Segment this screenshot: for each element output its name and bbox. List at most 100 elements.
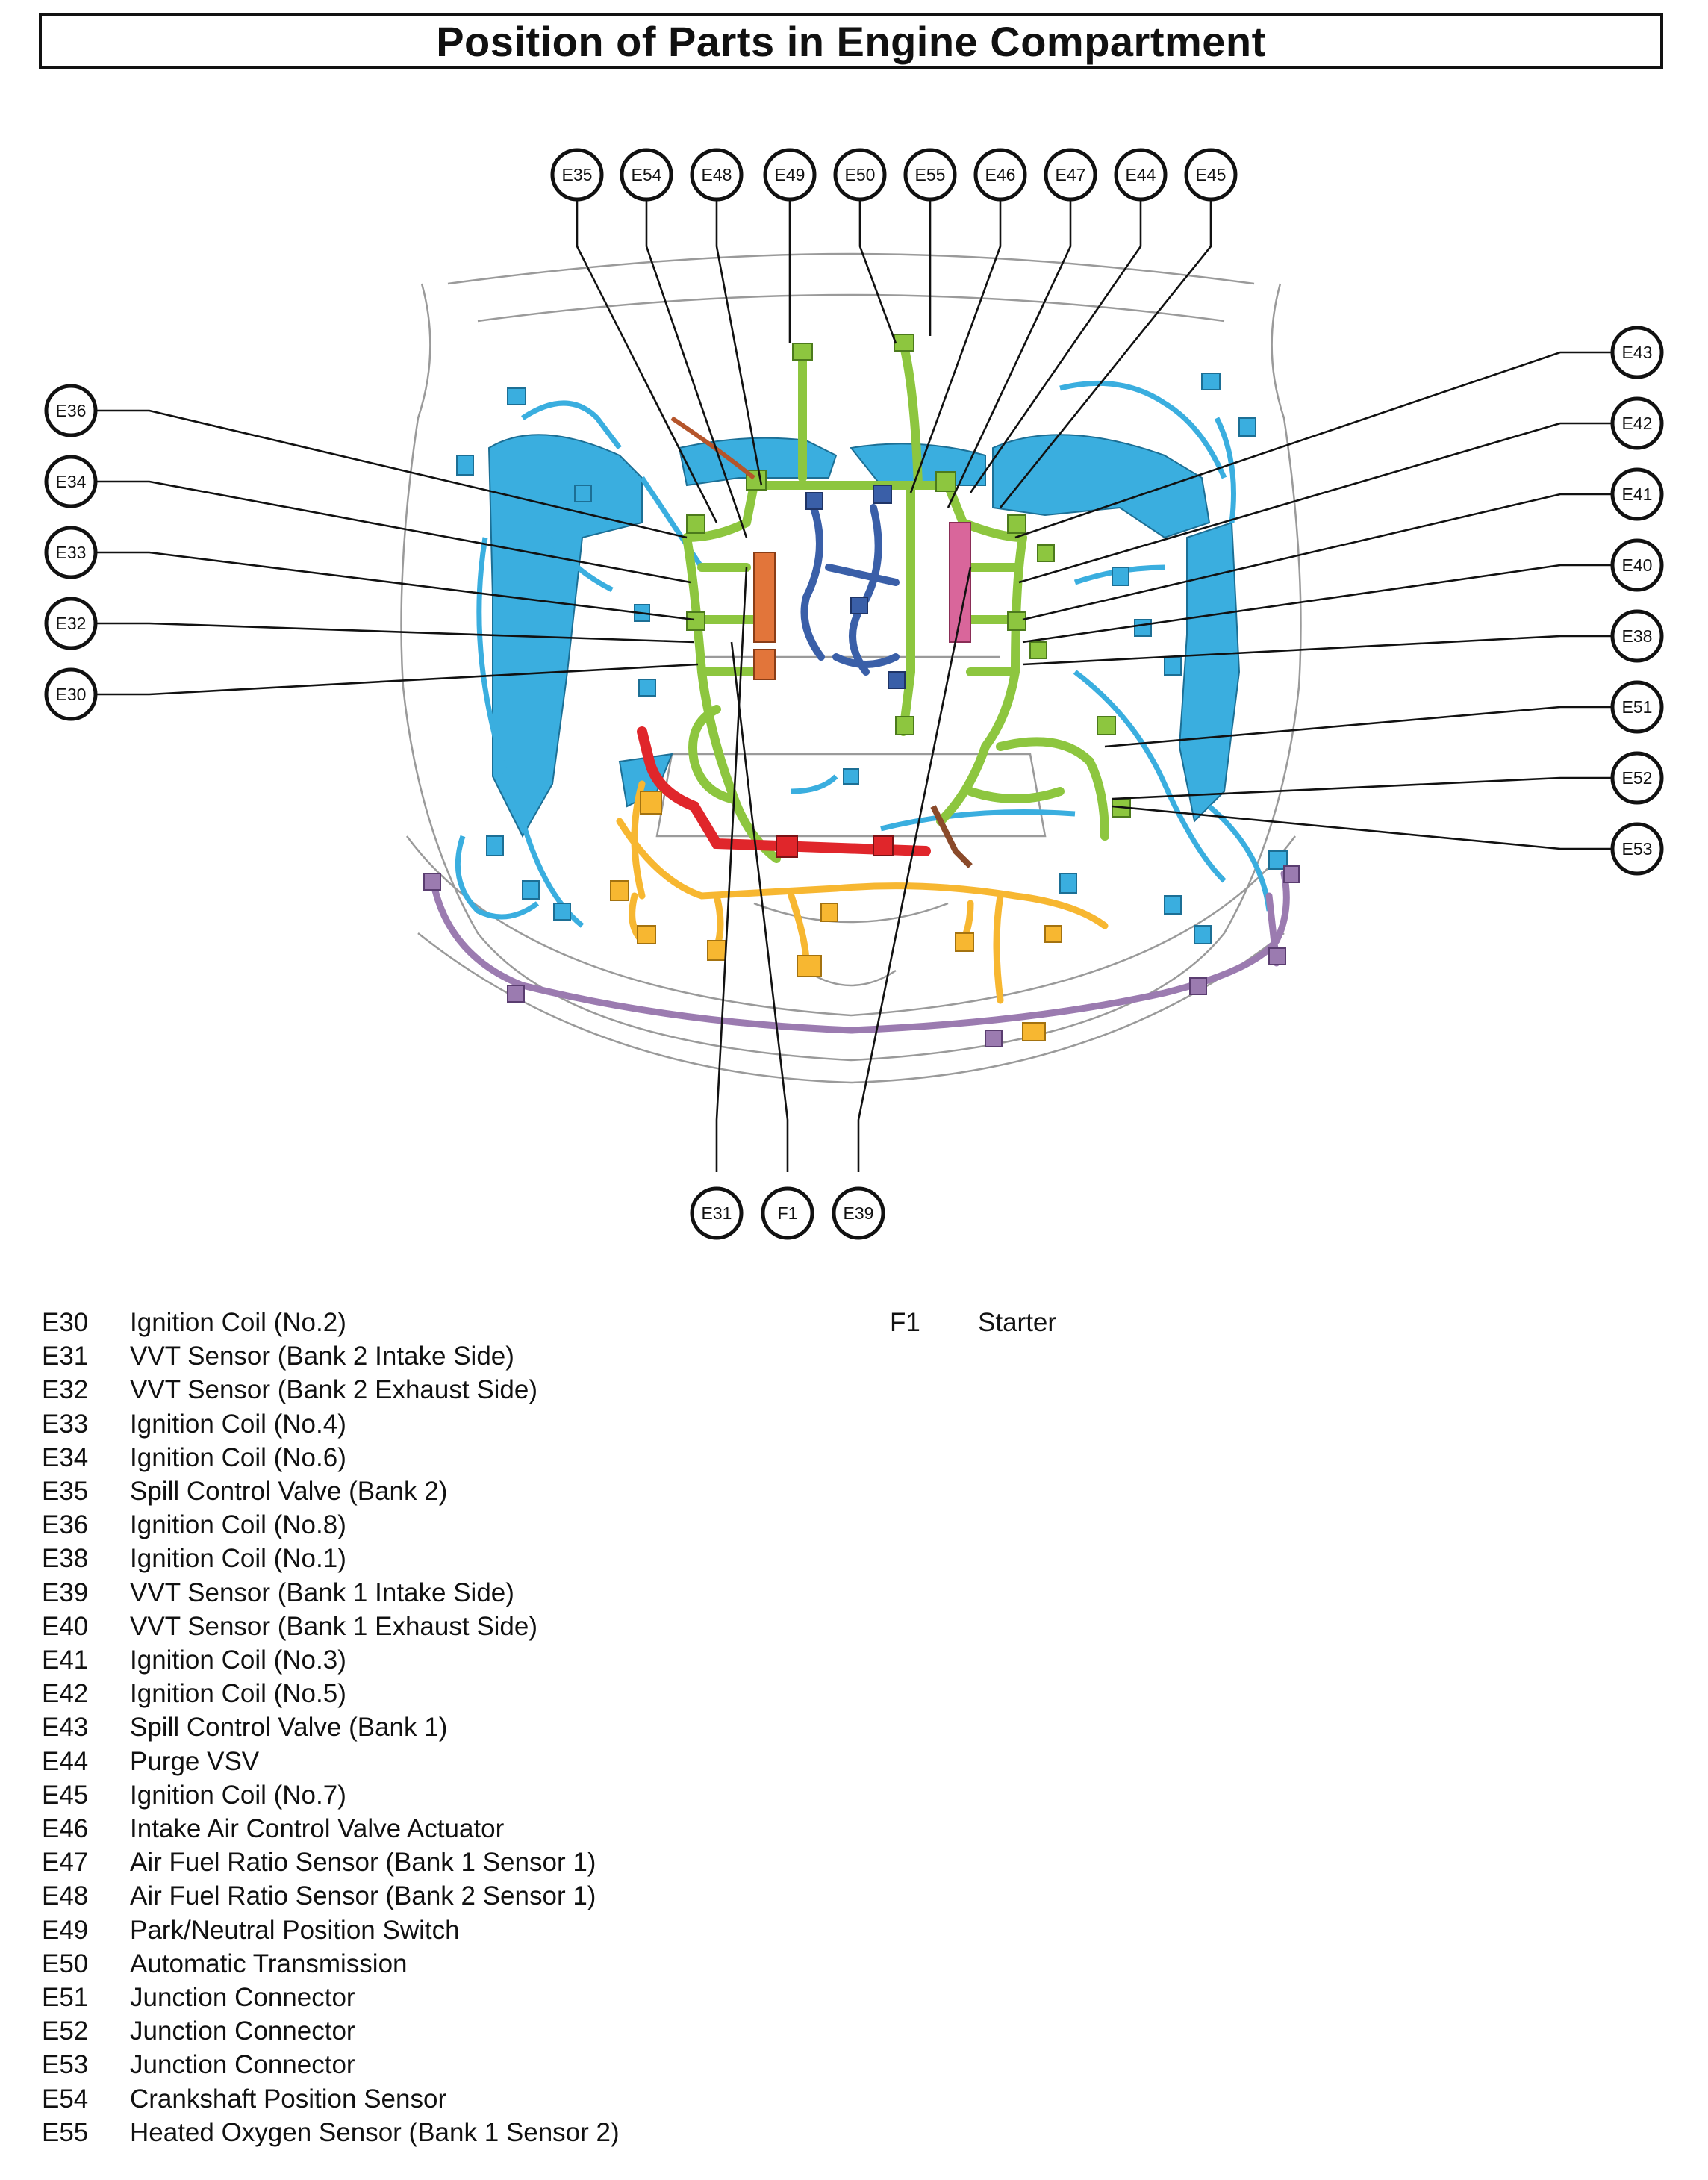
callout-E44: E44 <box>1114 148 1168 202</box>
svg-text:E39: E39 <box>844 1203 874 1223</box>
svg-text:E48: E48 <box>702 165 732 184</box>
legend-description: Ignition Coil (No.4) <box>130 1409 346 1439</box>
legend-code: E45 <box>42 1780 89 1810</box>
harness-purple-connectors <box>423 865 1300 1047</box>
svg-text:E42: E42 <box>1622 414 1653 433</box>
legend-code: E48 <box>42 1881 89 1911</box>
callout-E30: E30 <box>44 667 98 721</box>
svg-text:E55: E55 <box>915 165 946 184</box>
harness-blue-connectors <box>456 373 1288 944</box>
legend-code: E32 <box>42 1375 89 1405</box>
legend-code: E52 <box>42 2016 89 2046</box>
harness-purple <box>429 870 1290 1034</box>
harness-red-connectors <box>776 835 894 858</box>
svg-text:E38: E38 <box>1622 626 1653 646</box>
svg-text:E30: E30 <box>56 685 87 704</box>
svg-text:E43: E43 <box>1622 343 1653 362</box>
callout-E32: E32 <box>44 597 98 650</box>
svg-text:E33: E33 <box>56 543 87 562</box>
legend-description: Automatic Transmission <box>130 1949 408 1978</box>
callout-E31: E31 <box>690 1186 744 1240</box>
svg-text:E51: E51 <box>1622 697 1653 717</box>
legend-description: VVT Sensor (Bank 1 Exhaust Side) <box>130 1611 538 1641</box>
legend-description: Purge VSV <box>130 1746 260 1776</box>
legend-code: E39 <box>42 1578 89 1607</box>
legend-description: Ignition Coil (No.2) <box>130 1308 346 1337</box>
callout-E42: E42 <box>1610 396 1664 450</box>
leader-lines <box>96 197 1612 1172</box>
legend-description: Ignition Coil (No.8) <box>130 1510 346 1540</box>
callout-E48: E48 <box>690 148 744 202</box>
legend-description: Crankshaft Position Sensor <box>130 2084 447 2114</box>
svg-text:E52: E52 <box>1622 768 1653 788</box>
callout-E50: E50 <box>833 148 887 202</box>
legend-description: Ignition Coil (No.6) <box>130 1442 346 1472</box>
svg-text:E34: E34 <box>56 472 87 491</box>
harness-blue <box>487 434 1241 838</box>
legend-description: Ignition Coil (No.5) <box>130 1679 346 1709</box>
legend-code: E54 <box>42 2084 89 2114</box>
callout-E46: E46 <box>973 148 1027 202</box>
legend-code: E38 <box>42 1544 89 1574</box>
legend-code: E33 <box>42 1409 89 1439</box>
legend-code: E40 <box>42 1611 89 1641</box>
legend-code: E30 <box>42 1308 89 1337</box>
legend-code: E43 <box>42 1713 89 1743</box>
legend-description: VVT Sensor (Bank 2 Intake Side) <box>130 1342 514 1371</box>
legend-code: E49 <box>42 1915 89 1945</box>
callout-E47: E47 <box>1044 148 1097 202</box>
legend-code: F1 <box>890 1308 920 1337</box>
callout-E38: E38 <box>1610 609 1664 663</box>
callouts-right: E43 E42 E41 E40 E38 E51 E52 E53 <box>1610 326 1664 876</box>
legend-code: E41 <box>42 1645 89 1675</box>
callout-E36: E36 <box>44 384 98 437</box>
legend-code: E34 <box>42 1442 89 1472</box>
callout-F1: F1 <box>761 1186 814 1240</box>
harness-navy <box>800 504 900 676</box>
harness-brown-lower <box>930 805 973 868</box>
callout-E41: E41 <box>1610 467 1664 521</box>
legend-code: E42 <box>42 1679 89 1709</box>
svg-text:E35: E35 <box>562 165 593 184</box>
svg-text:E44: E44 <box>1126 165 1156 184</box>
legend-description: Ignition Coil (No.7) <box>130 1780 346 1810</box>
svg-text:E41: E41 <box>1622 485 1653 504</box>
callout-E39: E39 <box>832 1186 885 1240</box>
harness-red <box>637 726 931 856</box>
legend-description: VVT Sensor (Bank 1 Intake Side) <box>130 1578 514 1607</box>
legend-description: Junction Connector <box>130 1983 355 2012</box>
svg-text:E32: E32 <box>56 614 87 633</box>
callout-E51: E51 <box>1610 680 1664 734</box>
legend-description: Junction Connector <box>130 2050 355 2080</box>
engine-compartment-diagram: E35 E54 E48 E49 E50 E55 E46 E47 E44 E45 … <box>44 148 1664 1240</box>
legend-description: Spill Control Valve (Bank 2) <box>130 1477 448 1506</box>
callout-E43: E43 <box>1610 326 1664 379</box>
legend-code: E51 <box>42 1983 89 2012</box>
legend-description: VVT Sensor (Bank 2 Exhaust Side) <box>130 1375 538 1405</box>
svg-text:E47: E47 <box>1056 165 1086 184</box>
harness-green-connectors <box>686 334 1131 818</box>
legend-description: Junction Connector <box>130 2016 355 2046</box>
legend-description: Heated Oxygen Sensor (Bank 1 Sensor 2) <box>130 2117 620 2147</box>
svg-text:E45: E45 <box>1196 165 1227 184</box>
legend-description: Ignition Coil (No.1) <box>130 1544 346 1574</box>
legend-code: E53 <box>42 2050 89 2080</box>
callout-E40: E40 <box>1610 538 1664 592</box>
callout-E33: E33 <box>44 526 98 579</box>
callout-E53: E53 <box>1610 822 1664 876</box>
callout-E35: E35 <box>550 148 604 202</box>
svg-text:E54: E54 <box>632 165 662 184</box>
callout-E45: E45 <box>1184 148 1238 202</box>
title-box: Position of Parts in Engine Compartment <box>39 13 1663 69</box>
legend-description: Spill Control Valve (Bank 1) <box>130 1713 448 1743</box>
harness-green <box>682 339 1109 863</box>
svg-text:E31: E31 <box>702 1203 732 1223</box>
legend-description: Air Fuel Ratio Sensor (Bank 2 Sensor 1) <box>130 1881 596 1911</box>
legend-description: Park/Neutral Position Switch <box>130 1915 460 1945</box>
legend-code: E46 <box>42 1814 89 1843</box>
callout-E54: E54 <box>620 148 673 202</box>
svg-text:E49: E49 <box>775 165 805 184</box>
callouts-top: E35 E54 E48 E49 E50 E55 E46 E47 E44 E45 <box>550 148 1238 202</box>
legend-code: E35 <box>42 1477 89 1506</box>
legend-description: Intake Air Control Valve Actuator <box>130 1814 505 1843</box>
